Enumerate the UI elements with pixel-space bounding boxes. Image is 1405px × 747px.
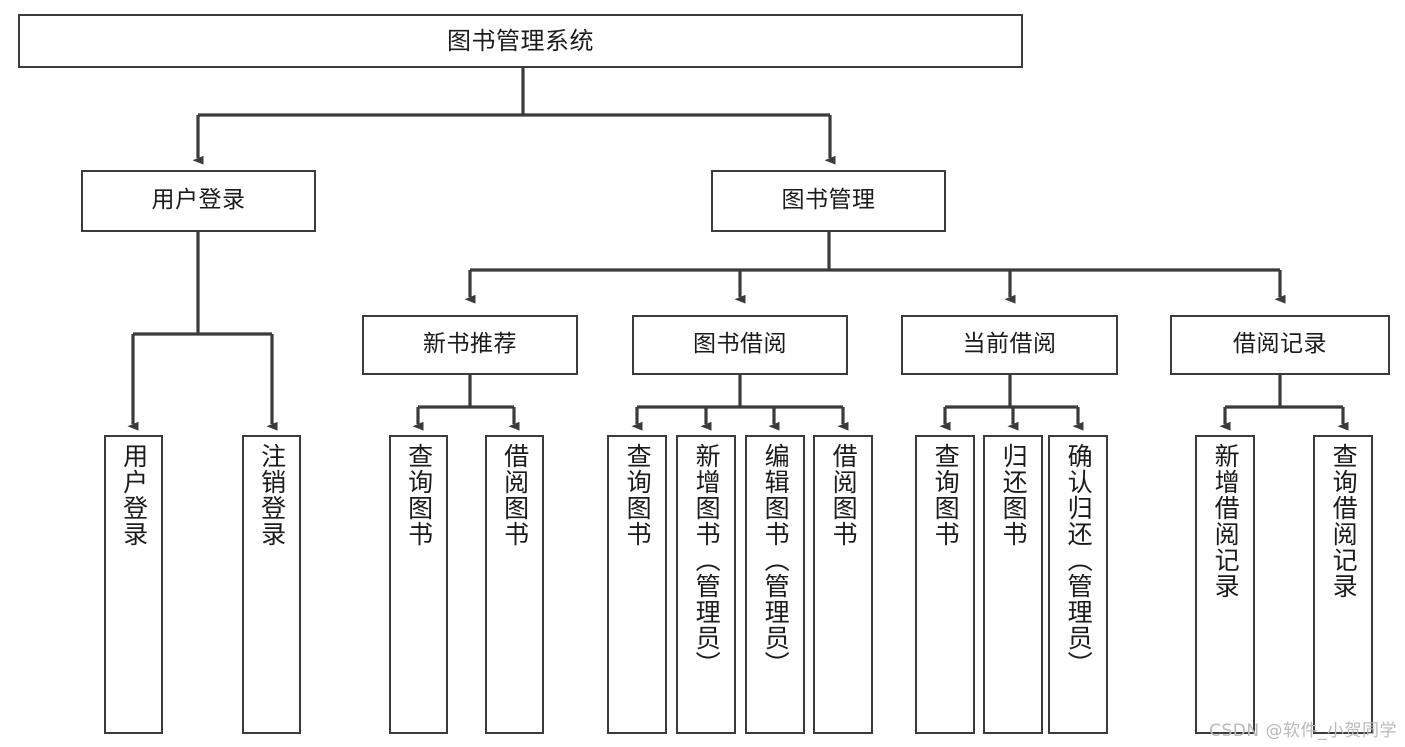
node-label: 新书推荐: [423, 331, 517, 358]
node-leaf-user-login[interactable]: 用户登录: [104, 435, 163, 734]
node-label: 当前借阅: [962, 331, 1057, 358]
node-book-borrow[interactable]: 图书借阅: [632, 315, 848, 375]
node-book-manage[interactable]: 图书管理: [711, 170, 946, 232]
node-leaf-add-book[interactable]: 新增图书（管理员）: [676, 435, 736, 734]
node-current-borrow[interactable]: 当前借阅: [901, 315, 1118, 375]
node-leaf-query-record[interactable]: 查询借阅记录: [1313, 435, 1373, 734]
node-label: 借阅图书: [500, 443, 530, 547]
node-label: 查询图书: [931, 443, 961, 547]
node-label: 借阅记录: [1233, 331, 1327, 358]
node-label: 借阅图书: [829, 443, 859, 547]
node-label: 归还图书: [999, 443, 1029, 547]
node-borrow-record[interactable]: 借阅记录: [1170, 315, 1390, 375]
node-leaf-query-book-1[interactable]: 查询图书: [389, 435, 448, 734]
node-leaf-add-record[interactable]: 新增借阅记录: [1195, 435, 1255, 734]
node-leaf-edit-book[interactable]: 编辑图书（管理员）: [745, 435, 805, 734]
node-label: 确认归还（管理员）: [1064, 443, 1094, 677]
node-label: 查询图书: [623, 443, 653, 547]
node-new-book-recommend[interactable]: 新书推荐: [362, 315, 578, 375]
node-label: 新增图书（管理员）: [692, 443, 722, 677]
node-label: 图书管理: [781, 187, 876, 214]
node-leaf-logout-login[interactable]: 注销登录: [242, 435, 301, 734]
node-label: 图书管理系统: [447, 26, 594, 55]
node-leaf-confirm-return[interactable]: 确认归还（管理员）: [1048, 435, 1108, 734]
node-label: 查询图书: [404, 443, 434, 547]
node-label: 查询借阅记录: [1329, 443, 1359, 599]
node-leaf-return-book[interactable]: 归还图书: [983, 435, 1043, 734]
node-label: 图书借阅: [693, 331, 787, 358]
node-user-login[interactable]: 用户登录: [81, 170, 316, 232]
node-label: 注销登录: [257, 443, 287, 547]
node-label: 用户登录: [119, 443, 149, 547]
node-leaf-query-book-2[interactable]: 查询图书: [607, 435, 667, 734]
node-label: 用户登录: [151, 187, 246, 214]
node-root-system[interactable]: 图书管理系统: [18, 14, 1023, 68]
node-leaf-borrow-book-1[interactable]: 借阅图书: [485, 435, 544, 734]
node-leaf-borrow-book-2[interactable]: 借阅图书: [813, 435, 873, 734]
watermark-text: CSDN @软件_小贺同学: [1209, 721, 1397, 741]
node-label: 新增借阅记录: [1211, 443, 1241, 599]
node-label: 编辑图书（管理员）: [761, 443, 791, 677]
node-leaf-query-book-3[interactable]: 查询图书: [915, 435, 975, 734]
